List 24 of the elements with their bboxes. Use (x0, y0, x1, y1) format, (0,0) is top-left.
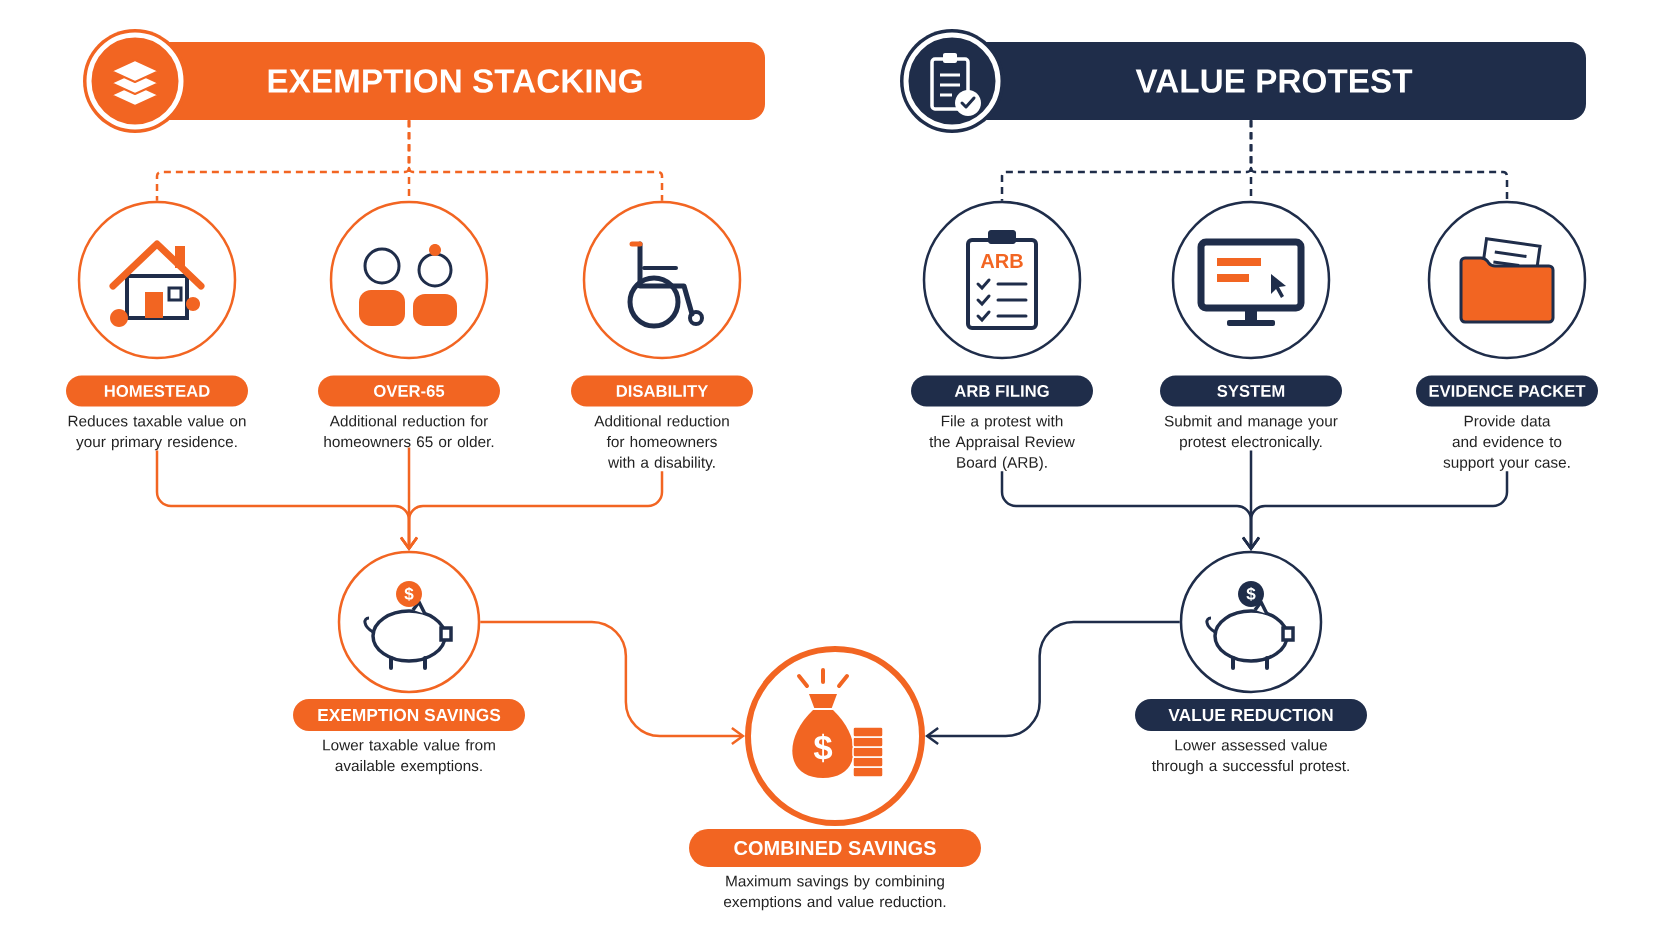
arrow (480, 620, 745, 745)
description-text: Reduces taxable value on your primary residence. (68, 415, 246, 451)
dashed-connector (407, 120, 664, 201)
description-text: Additional reduction for homeowners 65 or older. (324, 415, 494, 448)
title-pill: EXEMPTION SAVINGS (293, 699, 525, 731)
description-text: File a protest with the Appraisal Review Board (ARB). (929, 415, 1075, 471)
bracket-arrow (400, 471, 664, 551)
description-text: Provide data and evidence to support your case. (1443, 415, 1570, 471)
title-pill: COMBINED SAVINGS (689, 829, 981, 867)
dashed-connector (1249, 120, 1509, 201)
description-text: Additional reduction for homeowners with a disability. (594, 415, 729, 471)
title-pill: HOMESTEAD (66, 375, 248, 407)
title-pill: VALUE REDUCTION (1135, 699, 1367, 731)
title-pill: EVIDENCE PACKET (1416, 375, 1598, 407)
description-text: Submit and manage your protest electronically. (1164, 415, 1338, 451)
description-text: Lower taxable value from available exemptions. (323, 739, 495, 775)
arrow (925, 620, 1180, 745)
title-pill: ARB FILING (911, 375, 1093, 407)
title-pill: SYSTEM (1160, 375, 1342, 407)
description-text: Maximum savings by combining exemptions and value reduction. (724, 875, 946, 911)
description-text: Lower assessed value through a successful protest. (1151, 739, 1349, 775)
title-pill: DISABILITY (571, 375, 753, 407)
bracket-arrow (1242, 471, 1509, 551)
title-pill: OVER-65 (318, 375, 500, 407)
